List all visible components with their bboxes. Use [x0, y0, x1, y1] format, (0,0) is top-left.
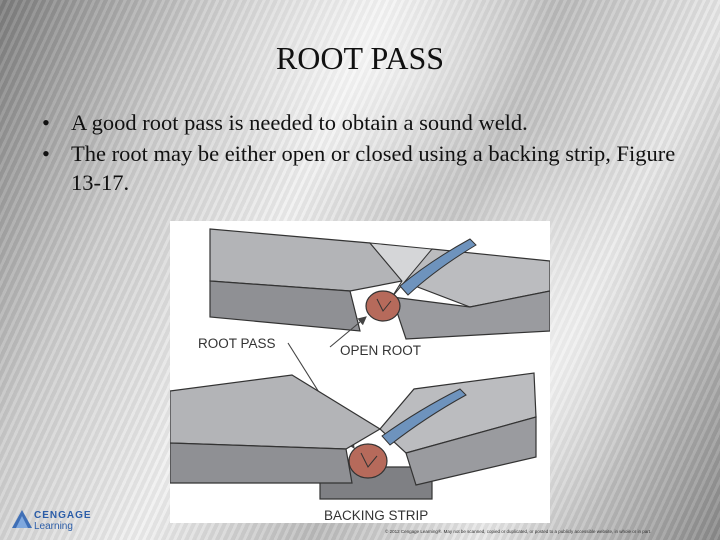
logo-text-bottom: Learning: [34, 521, 73, 532]
closed-root-joint: [170, 372, 537, 500]
bottom-left-plate-surface: [170, 374, 382, 450]
label-root-pass: ROOT PASS: [198, 336, 276, 351]
top-left-plate-surface: [209, 228, 404, 292]
bullet-text: The root may be either open or closed us…: [71, 141, 676, 195]
open-root-joint: [209, 228, 550, 340]
bullet-text: A good root pass is needed to obtain a s…: [71, 110, 528, 135]
top-left-plate-side: [209, 280, 361, 332]
weld-illustration: ROOT PASS OPEN ROOT BACKING STRIP: [170, 228, 550, 523]
label-backing-strip: BACKING STRIP: [324, 508, 428, 523]
bottom-weld-bead: [381, 388, 467, 446]
bullet-list: • A good root pass is needed to obtain a…: [38, 108, 698, 199]
copyright-notice: © 2012 Cengage Learning®. May not be sca…: [385, 529, 652, 534]
weld-figure: ROOT PASS OPEN ROOT BACKING STRIP: [170, 221, 550, 523]
arrow-open-root: [329, 316, 367, 348]
top-weld-bead: [399, 238, 477, 296]
logo-text-top: CENGAGE: [34, 510, 92, 521]
top-right-plate-side: [391, 290, 550, 340]
bullet-marker: •: [42, 141, 50, 166]
slide-title: ROOT PASS: [275, 40, 445, 76]
bullet-item: • A good root pass is needed to obtain a…: [38, 108, 698, 137]
bottom-right-plate-surface: [379, 372, 537, 454]
bottom-right-plate-side: [405, 416, 537, 486]
cengage-logo: CENGAGE Learning: [12, 508, 92, 534]
label-open-root: OPEN ROOT: [340, 343, 421, 358]
bottom-left-plate-side: [170, 442, 353, 484]
bullet-item: • The root may be either open or closed …: [38, 139, 698, 197]
bottom-root-pass: [348, 443, 388, 479]
bullet-marker: •: [42, 110, 50, 135]
top-root-pass: [365, 290, 401, 322]
cengage-logo-icon: [12, 510, 32, 528]
